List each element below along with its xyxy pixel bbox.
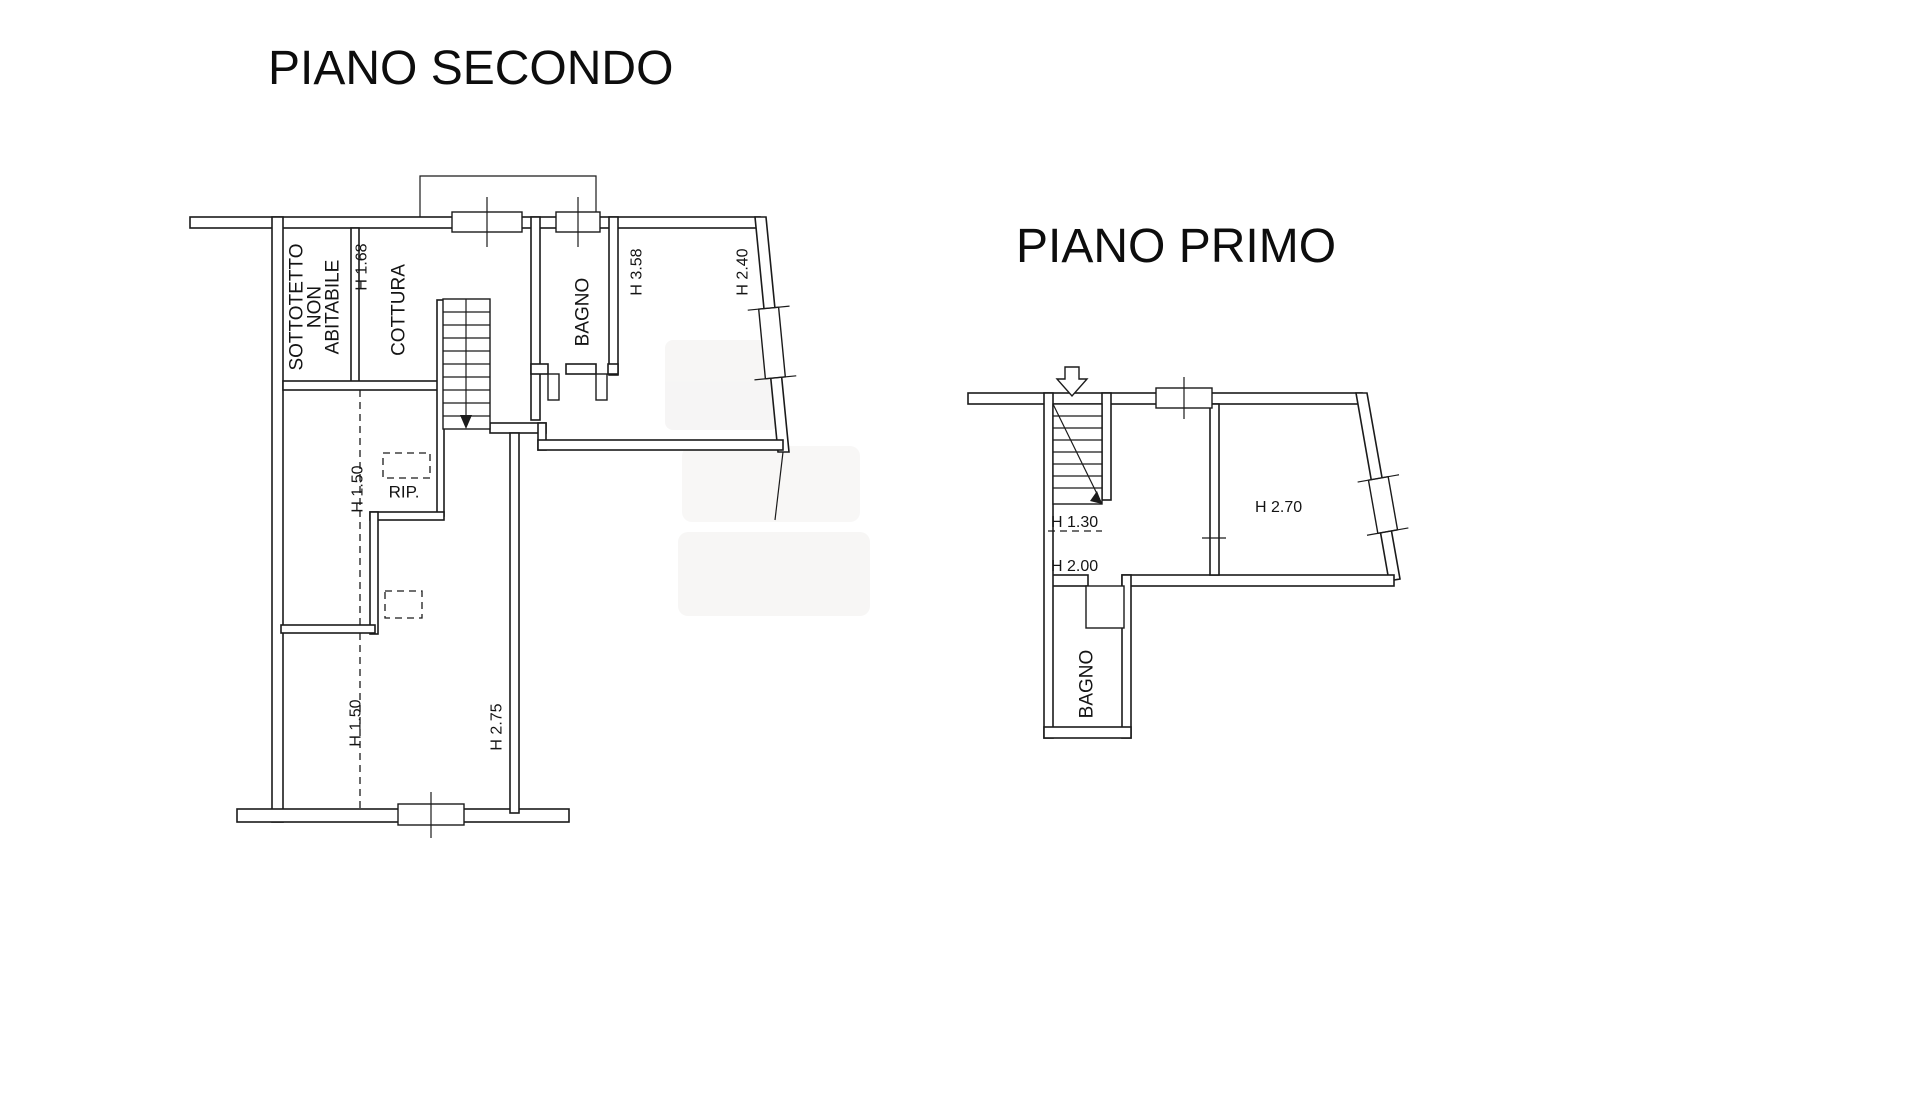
label-sottotetto-line2: NON — [305, 286, 326, 328]
window-top-first — [1155, 377, 1213, 419]
stair-cut-line — [1052, 403, 1103, 505]
wall-rip-notch-h — [369, 511, 445, 521]
wall-main-horizontal — [537, 439, 784, 451]
window-bottom — [397, 792, 465, 838]
label-h168: H 1.68 — [354, 243, 371, 290]
label-h150-lower: H 1.50 — [348, 699, 365, 746]
window-top-right — [555, 197, 601, 247]
label-h200: H 2.00 — [1051, 558, 1098, 575]
wall-bagno-bottom-a — [530, 363, 549, 375]
floor-second-title: PIANO SECONDO — [268, 42, 673, 95]
window-top-left — [451, 197, 523, 247]
stairs-second-floor — [442, 298, 491, 430]
floor-first-title: PIANO PRIMO — [1016, 220, 1336, 273]
wall-bagno-bottom-first — [1043, 726, 1132, 739]
label-h130: H 1.30 — [1051, 514, 1098, 531]
label-cottura: COTTURA — [389, 264, 410, 356]
wall-bagno-bottom-c — [607, 363, 619, 375]
label-rip: RIP. — [389, 483, 420, 502]
label-bagno-first: BAGNO — [1077, 650, 1098, 719]
wall-rip-top — [282, 380, 444, 391]
dashed-skylight-upper — [382, 452, 431, 479]
wall-bottom-first-b — [1121, 574, 1395, 587]
watermark — [665, 340, 870, 616]
floor-first-plan: PIANO PRIMO — [967, 220, 1409, 739]
window-slanted-wall — [747, 305, 797, 381]
label-bagno-second: BAGNO — [573, 278, 594, 347]
wall-edge-line — [774, 451, 784, 521]
stair-down-arrow-icon — [460, 415, 472, 429]
wall-bigroom-right — [509, 432, 520, 814]
floor-second-plan: PIANO SECONDO — [189, 42, 797, 838]
label-sottotetto-line1: SOTTOTETTO — [287, 243, 308, 370]
wall-bagno-left — [530, 216, 541, 421]
wall-rip-notch-v — [369, 511, 379, 635]
stairs-first-floor — [1052, 403, 1103, 505]
bagno-door-box — [1085, 585, 1125, 629]
wall-left — [271, 216, 284, 823]
stair-down-arrow-first-icon — [1090, 491, 1102, 504]
wall-stairs-right-first — [1101, 392, 1112, 501]
label-h150-upper: H 1.50 — [350, 465, 367, 512]
label-h240: H 2.40 — [735, 248, 752, 295]
roof-protrusion-outline — [419, 175, 597, 217]
wall-mid-divider-first — [1209, 403, 1220, 576]
label-h358: H 3.58 — [629, 248, 646, 295]
wall-bagno-right — [608, 216, 619, 376]
window-slanted-first — [1357, 474, 1409, 536]
door-leaf-left — [547, 373, 560, 401]
wall-rip-bottom — [280, 624, 376, 634]
entrance-arrow-icon — [1055, 366, 1089, 398]
wall-bagno-bottom-b — [565, 363, 597, 375]
door-leaf-right — [595, 373, 608, 401]
dashed-skylight-lower — [384, 590, 423, 619]
label-h275: H 2.75 — [489, 703, 506, 750]
label-h270: H 2.70 — [1255, 499, 1302, 516]
label-sottotetto-line3: ABITABILE — [323, 260, 344, 355]
